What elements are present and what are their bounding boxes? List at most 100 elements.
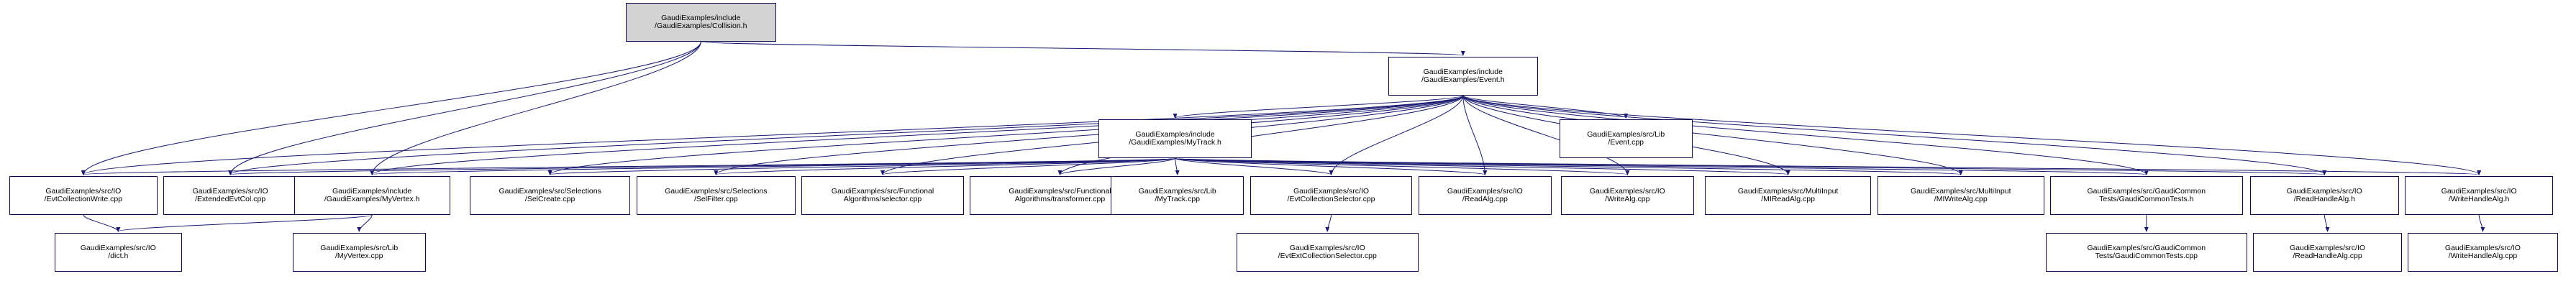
edge-myvertex_h-to-dict_h xyxy=(116,214,373,232)
node-label-line2: Tests/GaudiCommonTests.cpp xyxy=(2095,251,2198,260)
node-label-line1: GaudiExamples/src/IO xyxy=(45,186,122,196)
graph-node-readhandlealg_h[interactable]: GaudiExamples/src/IO/ReadHandleAlg.h xyxy=(2250,175,2399,215)
node-label-line2: /EvtCollectionWrite.cpp xyxy=(44,194,123,203)
graph-node-writehandlealg_h[interactable]: GaudiExamples/src/IO/WriteHandleAlg.h xyxy=(2404,175,2554,215)
node-label-line1: GaudiExamples/src/MultiInput xyxy=(1737,186,1839,196)
node-label-line2: /EvtExtCollectionSelector.cpp xyxy=(1278,251,1377,260)
edge-collision-to-event xyxy=(700,41,1465,56)
graph-node-mytrack_cpp[interactable]: GaudiExamples/src/Lib/MyTrack.cpp xyxy=(1111,175,1244,215)
edge-myvertex_h-to-myvertex_cpp xyxy=(357,214,373,232)
node-label-line2: /SelFilter.cpp xyxy=(693,194,738,203)
graph-node-extendedevtcol[interactable]: GaudiExamples/src/IO/ExtendedEvtCol.cpp xyxy=(163,175,297,215)
node-label-line1: GaudiExamples/src/IO xyxy=(1589,186,1665,196)
edge-mytrack_h-to-myvertex_h xyxy=(370,157,1176,175)
node-label-line2: /ReadHandleAlg.cpp xyxy=(2293,251,2362,260)
edge-mytrack_h-to-evtcollectionwrite xyxy=(82,157,1176,175)
node-label-line1: GaudiExamples/src/MultiInput xyxy=(1911,186,2011,196)
edge-evtcollectionselector-to-evtextcollectionselector xyxy=(1325,214,1332,232)
edge-event-to-selcreate xyxy=(547,95,1464,175)
edge-mytrack_h-to-selector xyxy=(880,157,1176,175)
edge-mytrack_h-to-transformer xyxy=(1057,157,1176,175)
edge-mytrack_h-to-gaudicommontests_h xyxy=(1175,157,2148,175)
graph-node-selcreate[interactable]: GaudiExamples/src/Selections/SelCreate.c… xyxy=(470,175,631,215)
node-label-line2: /WriteHandleAlg.h xyxy=(2448,194,2510,203)
edge-mytrack_h-to-selfilter xyxy=(714,157,1176,175)
graph-node-miwritealg[interactable]: GaudiExamples/src/MultiInput/MIWriteAlg.… xyxy=(1877,175,2044,215)
graph-node-evtextcollectionselector[interactable]: GaudiExamples/src/IO/EvtExtCollectionSel… xyxy=(1236,232,1419,272)
edge-mytrack_h-to-miwritealg xyxy=(1175,157,1962,175)
graph-node-writehandlealg_cpp[interactable]: GaudiExamples/src/IO/WriteHandleAlg.cpp xyxy=(2408,232,2558,272)
edge-collision-to-evtcollectionwrite xyxy=(81,42,701,175)
node-label-line1: GaudiExamples/src/IO xyxy=(2290,243,2366,252)
node-label-line1: GaudiExamples/src/IO xyxy=(192,186,268,196)
edge-evtcollectionwrite-to-dict_h xyxy=(83,214,121,232)
graph-node-myvertex_cpp[interactable]: GaudiExamples/src/Lib/MyVertex.cpp xyxy=(292,232,426,272)
node-label-line1: GaudiExamples/src/IO xyxy=(1293,186,1370,196)
graph-node-selfilter[interactable]: GaudiExamples/src/Selections/SelFilter.c… xyxy=(636,175,796,215)
edge-event-to-evtcollectionselector xyxy=(1329,95,1464,175)
edge-mytrack_h-to-extendedevtcol xyxy=(229,157,1176,175)
graph-node-event[interactable]: GaudiExamples/include/GaudiExamples/Even… xyxy=(1388,56,1539,96)
edge-writehandlealg_h-to-writehandlealg_cpp xyxy=(2478,214,2485,232)
node-label-line2: /EvtCollectionSelector.cpp xyxy=(1287,194,1375,203)
node-label-line2: /MIReadAlg.cpp xyxy=(1761,194,1815,203)
edge-collision-to-myvertex_h xyxy=(370,42,701,175)
graph-node-evtcollectionselector[interactable]: GaudiExamples/src/IO/EvtCollectionSelect… xyxy=(1250,175,1413,215)
node-label-line1: GaudiExamples/src/IO xyxy=(80,243,156,252)
edge-event-to-event_cpp xyxy=(1462,95,1629,119)
node-label-line2: /ReadAlg.cpp xyxy=(1462,194,1508,203)
edge-collision-to-extendedevtcol xyxy=(228,42,701,175)
edge-event-to-myvertex_h xyxy=(370,95,1464,175)
edge-event-to-readalg xyxy=(1462,95,1488,175)
edge-mytrack_h-to-writehandlealg_h xyxy=(1175,157,2480,175)
node-label-line1: GaudiExamples/include xyxy=(1423,67,1503,76)
graph-node-evtcollectionwrite[interactable]: GaudiExamples/src/IO/EvtCollectionWrite.… xyxy=(9,175,158,215)
graph-node-dict_h[interactable]: GaudiExamples/src/IO/dict.h xyxy=(54,232,182,272)
node-label-line2: /GaudiExamples/Collision.h xyxy=(655,22,747,31)
node-label-line2: /GaudiExamples/MyVertex.h xyxy=(324,194,420,203)
node-label-line2: /ExtendedEvtCol.cpp xyxy=(195,194,266,203)
node-label-line2: Tests/GaudiCommonTests.h xyxy=(2099,194,2194,203)
node-label-line2: /ReadHandleAlg.h xyxy=(2293,194,2355,203)
node-label-line2: Algorithms/selector.cpp xyxy=(843,194,922,203)
edge-mytrack_h-to-writealg xyxy=(1175,157,1629,175)
edge-event-to-evtcollectionwrite xyxy=(81,95,1464,175)
node-label-line2: /GaudiExamples/MyTrack.h xyxy=(1129,138,1221,147)
edge-event-to-selfilter xyxy=(714,95,1464,175)
edge-mytrack_h-to-readhandlealg_h xyxy=(1175,157,2326,175)
edge-mytrack_h-to-evtcollectionselector xyxy=(1175,157,1334,175)
edge-mytrack_h-to-mytrack_cpp xyxy=(1175,158,1180,175)
node-label-line2: /Event.cpp xyxy=(1608,138,1644,147)
node-label-line2: /MIWriteAlg.cpp xyxy=(1934,194,1988,203)
edge-mytrack_h-to-readalg xyxy=(1175,157,1487,175)
graph-node-mytrack_h[interactable]: GaudiExamples/include/GaudiExamples/MyTr… xyxy=(1098,119,1252,159)
graph-node-event_cpp[interactable]: GaudiExamples/src/Lib/Event.cpp xyxy=(1559,119,1693,159)
node-label-line1: GaudiExamples/src/IO xyxy=(1447,186,1523,196)
graph-node-readhandlealg_cpp[interactable]: GaudiExamples/src/IO/ReadHandleAlg.cpp xyxy=(2253,232,2402,272)
node-label-line1: GaudiExamples/src/IO xyxy=(2441,186,2517,196)
graph-node-myvertex_h[interactable]: GaudiExamples/include/GaudiExamples/MyVe… xyxy=(293,175,450,215)
graph-node-writealg[interactable]: GaudiExamples/src/IO/WriteAlg.cpp xyxy=(1560,175,1695,215)
edge-event-to-mytrack_h xyxy=(1173,95,1464,119)
node-label-line1: GaudiExamples/src/Functional xyxy=(831,186,934,196)
edge-event-to-extendedevtcol xyxy=(228,95,1464,175)
node-label-line1: GaudiExamples/src/IO xyxy=(1289,243,1365,252)
graph-node-readalg[interactable]: GaudiExamples/src/IO/ReadAlg.cpp xyxy=(1418,175,1552,215)
node-label-line2: /WriteAlg.cpp xyxy=(1605,194,1650,203)
node-label-line1: GaudiExamples/src/Selections xyxy=(665,186,768,196)
node-label-line1: GaudiExamples/include xyxy=(332,186,412,196)
node-label-line1: GaudiExamples/src/IO xyxy=(2286,186,2362,196)
node-label-line1: GaudiExamples/src/Functional xyxy=(1009,186,1111,196)
node-label-line1: GaudiExamples/src/Lib xyxy=(1138,186,1216,196)
node-label-line2: /MyVertex.cpp xyxy=(334,251,383,260)
node-label-line1: GaudiExamples/include xyxy=(661,14,741,23)
node-label-line2: /GaudiExamples/Event.h xyxy=(1421,75,1505,84)
graph-node-mireadalg[interactable]: GaudiExamples/src/MultiInput/MIReadAlg.c… xyxy=(1704,175,1872,215)
node-label-line2: Algorithms/transformer.cpp xyxy=(1014,194,1106,203)
edge-mytrack_h-to-mireadalg xyxy=(1175,157,1790,175)
edge-readhandlealg_h-to-readhandlealg_cpp xyxy=(2324,214,2330,232)
graph-node-collision[interactable]: GaudiExamples/include/GaudiExamples/Coll… xyxy=(625,3,776,42)
